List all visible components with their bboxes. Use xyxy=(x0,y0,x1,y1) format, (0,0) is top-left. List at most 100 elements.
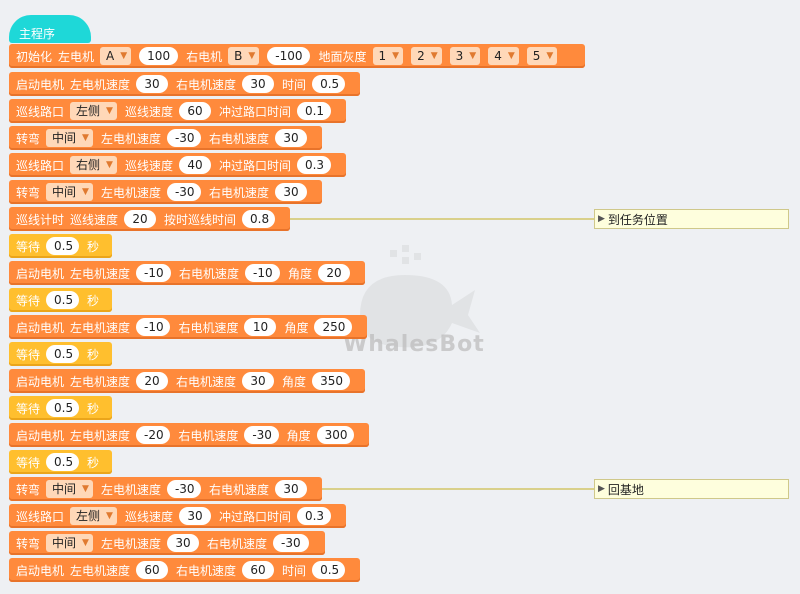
block-comment[interactable]: ▶到任务位置 xyxy=(594,209,789,229)
dropdown-field[interactable]: 右侧▼ xyxy=(70,156,117,174)
number-input[interactable]: 250 xyxy=(314,318,352,336)
block-label: 启动电机 xyxy=(16,374,65,389)
dropdown-field[interactable]: 中间▼ xyxy=(46,534,93,552)
dropdown-field[interactable]: 左侧▼ xyxy=(70,102,117,120)
dropdown-field[interactable]: B▼ xyxy=(228,47,260,65)
block-label: 等待 xyxy=(16,347,41,362)
number-input[interactable]: 0.5 xyxy=(46,291,79,309)
collapse-triangle-icon[interactable]: ▶ xyxy=(598,484,605,494)
number-input[interactable]: -30 xyxy=(166,129,201,147)
block-label: 巡线路口 xyxy=(16,509,65,524)
number-input[interactable]: 0.5 xyxy=(312,561,345,579)
number-input[interactable]: -10 xyxy=(136,318,171,336)
block-comment[interactable]: ▶回基地 xyxy=(594,479,789,499)
block-label: 启动电机 xyxy=(16,77,65,92)
number-input[interactable]: -30 xyxy=(166,480,201,498)
number-input[interactable]: 60 xyxy=(178,102,211,120)
number-input[interactable]: 350 xyxy=(312,372,350,390)
number-input[interactable]: 0.1 xyxy=(296,102,331,120)
number-input[interactable]: 30 xyxy=(136,75,169,93)
block-label: 秒 xyxy=(86,401,99,416)
dropdown-field[interactable]: 中间▼ xyxy=(46,129,93,147)
number-input[interactable]: 20 xyxy=(318,264,350,282)
number-input[interactable]: 0.5 xyxy=(46,237,79,255)
dropdown-field[interactable]: 3▼ xyxy=(449,47,481,65)
number-input[interactable]: 100 xyxy=(139,47,179,65)
number-input[interactable]: -20 xyxy=(136,426,171,444)
number-input[interactable]: 30 xyxy=(242,372,275,390)
number-input[interactable]: -10 xyxy=(245,264,280,282)
number-input[interactable]: 30 xyxy=(275,183,307,201)
number-input[interactable]: 0.5 xyxy=(312,75,345,93)
block-label: 左电机速度 xyxy=(70,77,131,92)
dropdown-value: 5 xyxy=(532,49,541,63)
dropdown-field[interactable]: 2▼ xyxy=(411,47,442,65)
dropdown-field[interactable]: 中间▼ xyxy=(46,480,93,498)
dropdown-field[interactable]: 1▼ xyxy=(372,47,404,65)
number-input[interactable]: -100 xyxy=(267,47,311,65)
number-input[interactable]: 60 xyxy=(136,561,169,579)
number-input[interactable]: 30 xyxy=(275,480,307,498)
number-input[interactable]: 0.5 xyxy=(46,453,79,471)
number-input[interactable]: 300 xyxy=(316,426,354,444)
caret-down-icon: ▼ xyxy=(546,51,554,61)
dropdown-field[interactable]: 4▼ xyxy=(488,47,519,65)
number-input[interactable]: 0.5 xyxy=(46,399,79,417)
number-input[interactable]: 30 xyxy=(166,534,199,552)
number-input[interactable]: -30 xyxy=(272,534,309,552)
number-input[interactable]: 0.5 xyxy=(46,345,79,363)
main-program-hat-block[interactable]: 主程序 xyxy=(9,15,91,43)
number-input[interactable]: 30 xyxy=(242,75,275,93)
comment-connector-line xyxy=(322,488,594,490)
dropdown-field[interactable]: 5▼ xyxy=(526,47,558,65)
dropdown-field[interactable]: 左侧▼ xyxy=(70,507,117,525)
caret-down-icon: ▼ xyxy=(82,484,89,494)
block-label: 地面灰度 xyxy=(318,49,367,64)
number-input[interactable]: -30 xyxy=(244,426,279,444)
number-input[interactable]: 0.3 xyxy=(296,507,331,525)
dropdown-value: 1 xyxy=(378,49,387,63)
block-label: 巡线速度 xyxy=(124,158,173,173)
dropdown-field[interactable]: 中间▼ xyxy=(46,183,93,201)
block-label: 角度 xyxy=(284,320,309,335)
caret-down-icon: ▼ xyxy=(120,51,128,61)
number-input[interactable]: -30 xyxy=(166,183,201,201)
number-input[interactable]: 0.8 xyxy=(242,210,275,228)
caret-down-icon: ▼ xyxy=(106,511,113,521)
dropdown-field[interactable]: A▼ xyxy=(100,47,132,65)
number-input[interactable]: 30 xyxy=(178,507,211,525)
number-input[interactable]: 60 xyxy=(242,561,275,579)
number-input[interactable]: 30 xyxy=(275,129,307,147)
number-input[interactable]: 20 xyxy=(124,210,157,228)
number-input[interactable]: -10 xyxy=(136,264,171,282)
collapse-triangle-icon[interactable]: ▶ xyxy=(598,214,605,224)
caret-down-icon: ▼ xyxy=(82,133,89,143)
caret-down-icon: ▼ xyxy=(106,106,113,116)
number-input[interactable]: 0.3 xyxy=(296,156,331,174)
number-input[interactable]: 40 xyxy=(178,156,211,174)
number-input[interactable]: 20 xyxy=(136,372,169,390)
block-label: 时间 xyxy=(282,77,307,92)
number-input[interactable]: 10 xyxy=(244,318,277,336)
